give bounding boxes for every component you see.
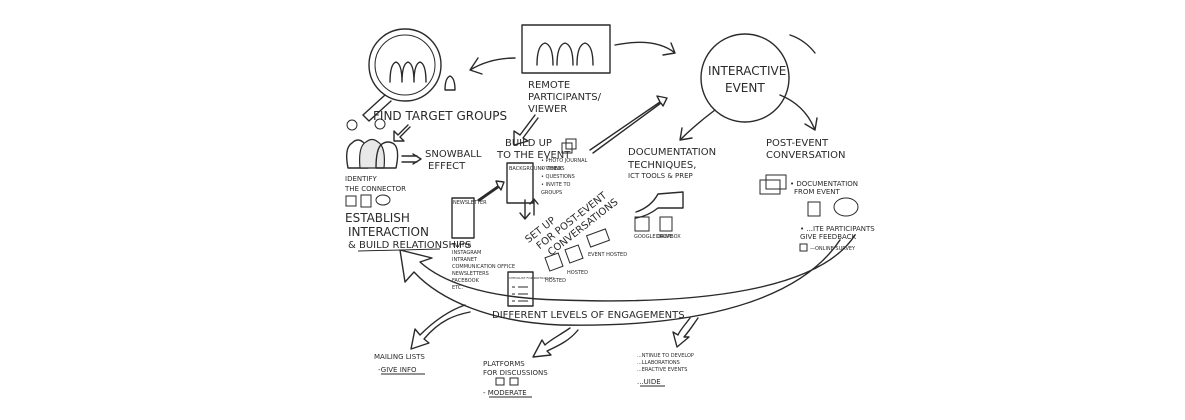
remote-line3: Viewer [528, 104, 567, 115]
arrow-to-target-groups [469, 57, 516, 75]
newsletter-label: Newsletter [453, 200, 487, 206]
magnifier-icon [362, 28, 456, 122]
card-label: Hosted [545, 278, 566, 284]
engagement-label: Different Levels of Engagements [492, 310, 685, 321]
arrow-icon [393, 124, 411, 142]
channel: etc. [452, 285, 463, 291]
channel: Twiter [451, 243, 472, 249]
arrow-to-remote-small [789, 34, 816, 54]
mailing-line1: Mailing Lists [374, 353, 425, 361]
continue-line2: ...llaborations [637, 360, 680, 366]
card-label: Event Hosted [588, 252, 627, 258]
card-label: Hosted [567, 270, 588, 276]
post-item1-line2: From Event [794, 188, 841, 196]
arrow-to-event [614, 41, 676, 56]
bullet: • Invite to [541, 182, 571, 188]
establish-line3: & Build Relationships [348, 240, 471, 251]
continue-line1: ...ntinue to Develop [637, 353, 694, 359]
interactive-event-line2: Event [725, 81, 765, 95]
post-event-line1: Post-Event [766, 138, 829, 149]
poster-label: Background Think [509, 166, 563, 172]
tablet-icon [345, 195, 357, 207]
continue-line4: ...uide [637, 378, 661, 386]
arrow-to-platforms [532, 327, 579, 358]
buildup-line2: to the Event [496, 150, 571, 161]
poster-icon [506, 162, 534, 204]
hand-phone-icon [635, 191, 684, 219]
find-target-groups-label: Find Target Groups [373, 109, 507, 123]
channel: Facebook [452, 278, 480, 284]
buildup-line1: Build up [505, 138, 552, 149]
channel-list: Twiter Instagram Intranet Communication … [451, 243, 515, 291]
snowball-line2: Effect [428, 161, 466, 172]
arrow-icon [477, 180, 505, 202]
yammer-icon [509, 377, 519, 386]
documentation-line2: Techniques, [627, 160, 696, 171]
interactive-event-circle [700, 33, 790, 123]
newsletter-envelope-icon [451, 197, 475, 239]
remote-line1: Remote [528, 80, 570, 91]
underline [357, 248, 441, 252]
post-event-line2: Conversation [766, 150, 845, 161]
checklist-lines [512, 286, 528, 302]
checklist-icon [507, 271, 534, 307]
buildup-bullets: • Photo Journal • Videos • Questions • I… [541, 158, 588, 196]
post-item1-line1: • Documentation [790, 180, 858, 188]
identify-line2: the Connector [344, 185, 406, 193]
photo-icon-front [765, 174, 787, 190]
bullet: • Photo Journal [541, 158, 588, 164]
bullet: • Questions [541, 174, 575, 180]
copy-icon [561, 142, 573, 154]
tool-dropbox: Dropbox [656, 234, 681, 240]
speech-bubble-icon [833, 197, 859, 217]
phone-icon [360, 194, 372, 208]
updown-arrows-icon [519, 198, 539, 220]
setup-cards: Hosted Hosted Event Hosted [544, 228, 627, 284]
arrow-to-documentation [679, 109, 716, 141]
arrow-to-event-long [589, 95, 668, 154]
tablet-icon [807, 201, 821, 217]
bullet: • Videos [541, 166, 565, 172]
facebook-icon [495, 377, 505, 386]
identify-line1: Identify [345, 175, 377, 183]
double-arrow-icon [401, 153, 422, 165]
engagement-curved-arrow [399, 234, 856, 326]
post-item2-line2: Give Feedback [800, 233, 857, 241]
snowball-line1: Snowball [425, 149, 482, 160]
arrow-down-buildup [513, 114, 539, 146]
google-drive-icon [634, 216, 650, 232]
people-group-icon [345, 118, 399, 169]
bullet: Groups [541, 190, 562, 196]
post-item2-line1: • ...ite Participants [800, 225, 875, 233]
channel: Instagram [452, 250, 481, 256]
photo-icon [759, 179, 781, 195]
establish-line1: Establish [345, 211, 410, 225]
remote-viewer-screen-icon [521, 24, 611, 74]
arrow-to-continue [672, 317, 699, 348]
interactive-event-line1: Interactive [708, 64, 786, 78]
channel: Communication Office [452, 264, 515, 270]
tool-google-drive: Google Drive [634, 234, 673, 240]
arrow-to-post-event [779, 94, 818, 131]
mailing-line2: -Give Info [378, 366, 417, 374]
speech-icon [375, 194, 391, 206]
platforms-line3: - Moderate [483, 389, 527, 397]
documentation-line1: Documentation [628, 147, 716, 158]
platforms-line2: for Discussions [483, 369, 548, 377]
platforms-line1: Platforms [483, 360, 525, 368]
establish-line2: Interaction [348, 225, 429, 239]
documentation-line3: ICT Tools & Prep [628, 172, 693, 180]
arrow-to-mailing-lists [410, 304, 471, 350]
dropbox-icon [659, 216, 673, 232]
channel: Intranet [452, 257, 478, 263]
continue-line3: ...eractive Events [637, 367, 687, 373]
channel: Newsletters [452, 271, 489, 277]
copy-icon-back [565, 138, 577, 150]
survey-icon [799, 243, 808, 252]
checklist-title: Checklist for Participants [509, 276, 555, 280]
remote-line2: Participants/ [528, 92, 602, 103]
